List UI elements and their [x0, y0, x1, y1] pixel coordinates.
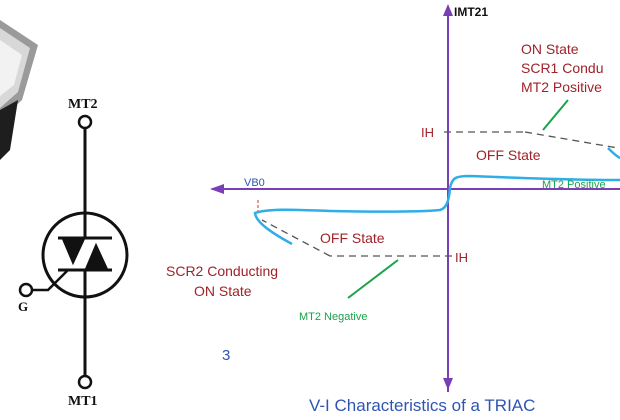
mt2-label: MT2 [68, 97, 98, 112]
q3-state-line2: ON State [194, 283, 252, 299]
voltage-axis-arrow [210, 184, 224, 194]
mt2-terminal [77, 114, 93, 130]
mt1-label: MT1 [68, 394, 98, 409]
gate-label: G [18, 299, 28, 314]
q3-ih-label: IH [455, 250, 468, 265]
figure-caption: V-I Characteristics of a TRIAC [309, 396, 535, 415]
q1-ih-label: IH [421, 125, 434, 140]
q1-state-line3: MT2 Positive [521, 79, 602, 95]
vi-curve [253, 174, 620, 246]
figure-number: 3 [222, 347, 230, 364]
triac-device-photo [0, 20, 38, 160]
triac-diode-1 [61, 237, 86, 266]
current-axis-arrow-down [443, 378, 453, 390]
current-axis-arrow [443, 4, 453, 16]
q1-state-line2: SCR1 Condu [521, 60, 604, 76]
q3-state-line1: SCR2 Conducting [166, 263, 278, 279]
q3-mt2-negative: MT2 Negative [299, 311, 367, 323]
off-state-dashed-q3 [261, 219, 331, 257]
mt1-terminal [77, 374, 93, 390]
q1-state-line1: ON State [521, 41, 579, 57]
vbo-label: VB0 [244, 177, 265, 189]
gate-terminal [18, 282, 34, 298]
q3-off-state: OFF State [320, 230, 385, 246]
gate-lead [32, 269, 69, 292]
q1-mt2-positive: MT2 Positive [542, 179, 606, 191]
q3-pointer [347, 259, 399, 299]
q1-pointer [542, 99, 569, 131]
off-state-dashed-q1 [524, 131, 619, 149]
current-axis-label: IMT21 [454, 5, 488, 19]
triac-diode-2 [84, 242, 109, 271]
q1-off-state: OFF State [476, 147, 541, 163]
triac-symbol [18, 114, 129, 390]
on-state-curve-q1 [607, 147, 620, 160]
triac-body-circle [41, 211, 129, 299]
